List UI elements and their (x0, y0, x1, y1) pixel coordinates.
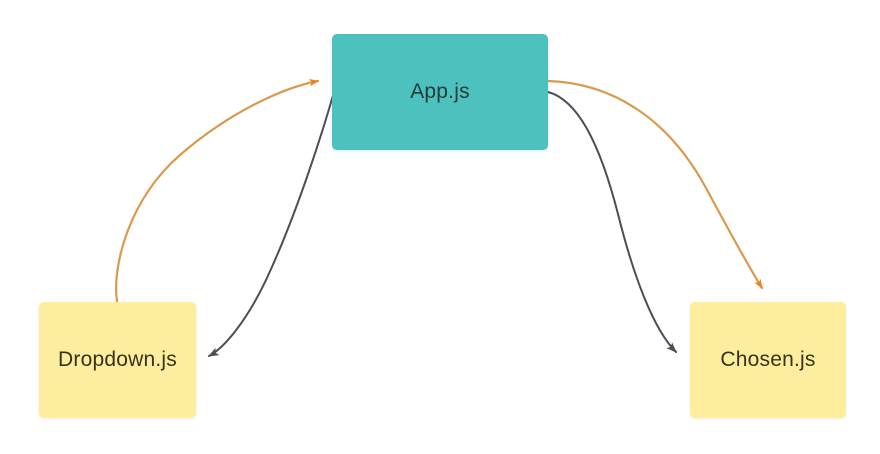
node-dropdown-js[interactable]: Dropdown.js (39, 302, 196, 418)
node-chosen-js[interactable]: Chosen.js (690, 302, 846, 418)
node-app-js-label: App.js (410, 80, 470, 104)
edge-app-to-chosen-orange (546, 79, 764, 290)
node-chosen-js-label: Chosen.js (720, 348, 816, 372)
edge-app-to-dropdown (208, 91, 335, 357)
node-dropdown-js-label: Dropdown.js (58, 348, 177, 372)
edge-dropdown-to-app (115, 78, 320, 303)
edge-app-to-chosen-gray (547, 91, 677, 353)
node-app-js[interactable]: App.js (332, 34, 548, 150)
